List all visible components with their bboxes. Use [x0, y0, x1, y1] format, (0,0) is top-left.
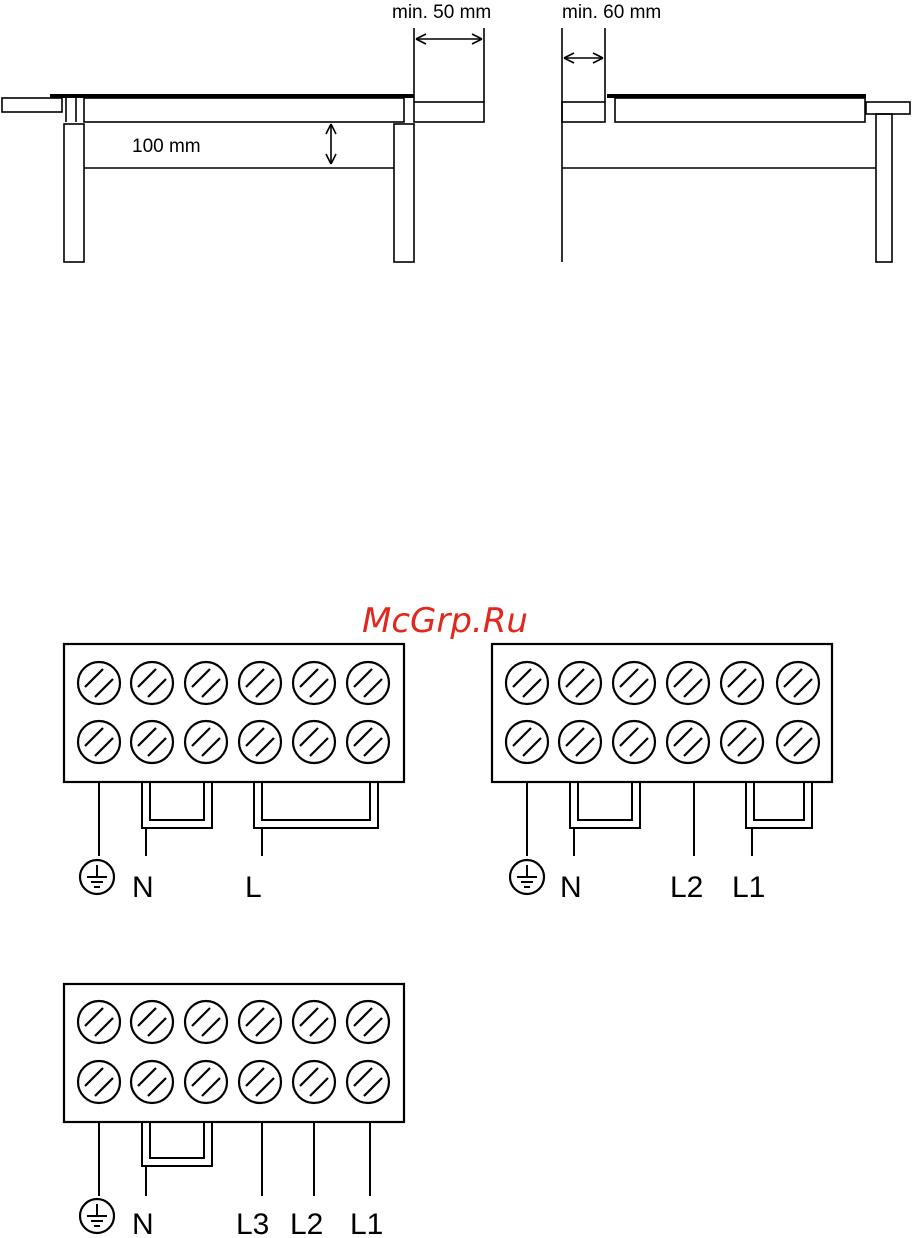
- terminal-block-1: N L: [64, 644, 404, 904]
- earth-ground-icon: [80, 860, 114, 894]
- watermark: McGrp.Ru: [362, 601, 528, 641]
- gap-left-label: min. 50 mm: [392, 2, 491, 23]
- terminal-label-n: N: [132, 1208, 154, 1238]
- cabinet-side-right-2: [876, 114, 892, 262]
- cabinet-section-left: [2, 28, 484, 262]
- terminal-label-l3: L3: [236, 1208, 269, 1238]
- earth-ground-icon: [80, 1199, 114, 1233]
- terminal-block-3: N L3 L2 L1: [64, 984, 404, 1238]
- adjacent-unit-right: [562, 102, 605, 122]
- terminal-label-l2: L2: [290, 1208, 323, 1238]
- hob-body-right: [615, 98, 865, 122]
- gap-right-label: min. 60 mm: [562, 2, 661, 23]
- terminal-label-l1: L1: [732, 871, 765, 904]
- cabinet-side-right: [394, 124, 414, 262]
- worktop-edge-right: [866, 102, 910, 114]
- worktop-edge: [2, 98, 62, 112]
- terminal-label-n: N: [132, 871, 154, 904]
- earth-ground-icon: [510, 860, 544, 894]
- terminal-label-n: N: [560, 871, 582, 904]
- terminal-block-2: N L2 L1: [492, 644, 832, 904]
- adjacent-unit: [414, 102, 484, 122]
- terminal-label-l2: L2: [670, 871, 703, 904]
- terminal-label-l: L: [245, 871, 262, 904]
- height-label: 100 mm: [132, 136, 201, 157]
- cabinet-side-left: [64, 124, 84, 262]
- terminal-label-l1: L1: [350, 1208, 383, 1238]
- cabinet-section-right: [562, 28, 910, 262]
- hob-body: [84, 98, 404, 122]
